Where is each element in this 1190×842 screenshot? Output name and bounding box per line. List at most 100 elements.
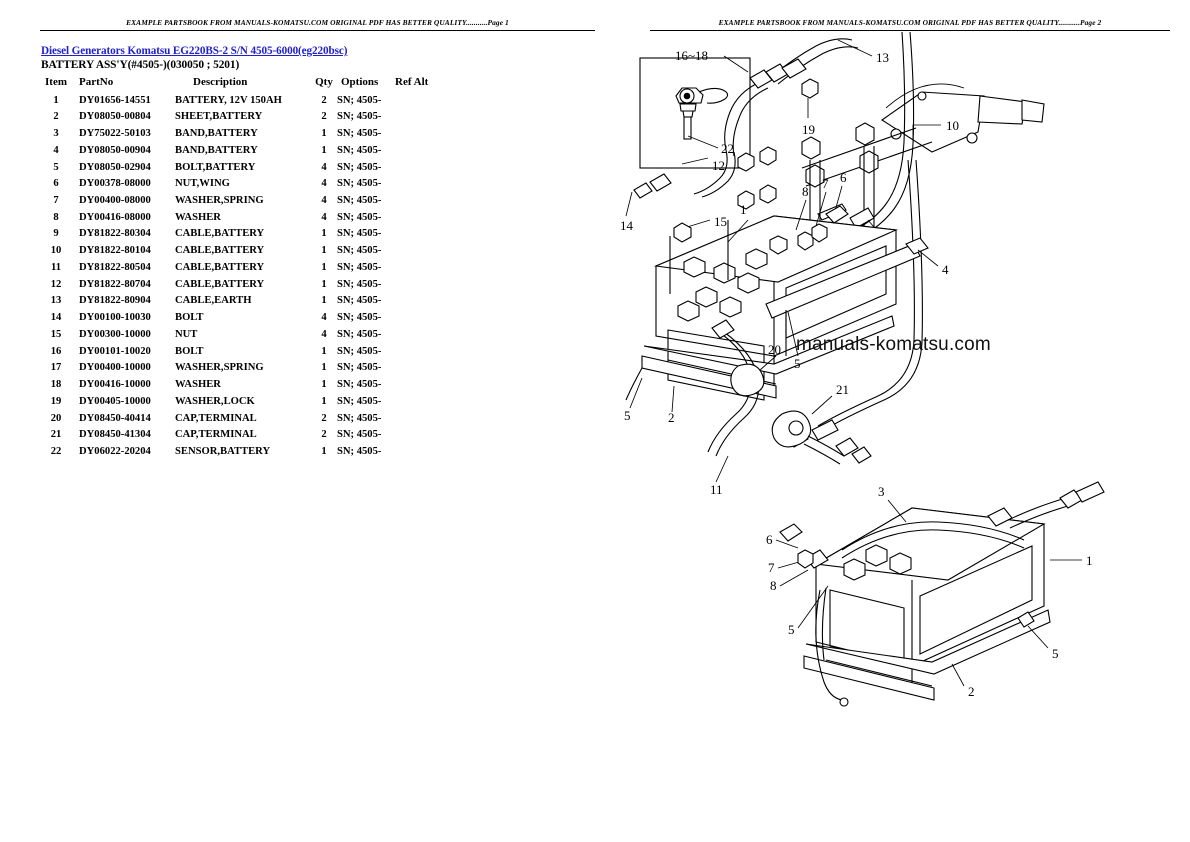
cell-item: 17 <box>50 362 62 374</box>
cell-qty: 1 <box>321 278 327 290</box>
callout-5-lower-left: 5 <box>788 622 795 637</box>
cell-description: BAND,BATTERY <box>175 128 258 140</box>
cell-partno: DY08450-40414 <box>79 412 151 424</box>
cell-item: 7 <box>53 195 59 206</box>
cell-partno: DY08050-00804 <box>79 111 151 123</box>
cell-options: SN; 4505- <box>337 245 382 257</box>
cell-partno: DY00400-08000 <box>79 195 151 206</box>
cell-qty: 2 <box>321 412 327 424</box>
column-header-qty: Qty <box>315 76 333 88</box>
callout-6-lower: 6 <box>766 532 773 547</box>
cell-description: WASHER <box>175 211 221 223</box>
cell-partno: DY00400-10000 <box>79 362 151 374</box>
cell-refalt <box>391 226 433 243</box>
parts-table-header-row: Item PartNo Description Qty Options Ref … <box>41 76 433 92</box>
callout-3: 3 <box>878 484 885 499</box>
cell-description: BOLT <box>175 312 204 324</box>
cell-description: CABLE,EARTH <box>175 295 252 307</box>
cell-qty: 4 <box>321 161 327 173</box>
cell-description: CAP,TERMINAL <box>175 429 257 441</box>
cell-description: BOLT,BATTERY <box>175 161 256 173</box>
callout-4: 4 <box>942 262 949 277</box>
parts-table: Item PartNo Description Qty Options Ref … <box>41 76 433 460</box>
cell-qty: 1 <box>321 395 327 407</box>
callout-13: 13 <box>876 50 889 65</box>
cell-options: SN; 4505- <box>337 111 382 123</box>
cell-description: CABLE,BATTERY <box>175 278 265 290</box>
cell-description: CABLE,BATTERY <box>175 245 265 257</box>
cell-refalt <box>391 92 433 109</box>
cell-partno: DY01656-14551 <box>79 94 151 106</box>
cell-options: SN; 4505- <box>337 211 382 223</box>
cell-description: WASHER,LOCK <box>175 395 255 407</box>
cell-refalt <box>391 360 433 377</box>
cell-options: SN; 4505- <box>337 161 382 173</box>
cell-description: CAP,TERMINAL <box>175 412 257 424</box>
cell-qty: 1 <box>321 446 327 458</box>
cell-partno: DY00300-10000 <box>79 328 151 340</box>
upper-cable-harness: 19 16~18 13 12 14 <box>620 38 889 233</box>
column-header-description: Description <box>193 76 248 88</box>
cell-refalt <box>391 443 433 460</box>
cell-refalt <box>391 393 433 410</box>
assembly-subtitle: BATTERY ASS'Y(#4505-)(030050 ; 5201) <box>41 59 240 71</box>
cell-options: SN; 4505- <box>337 261 382 273</box>
cell-qty: 2 <box>321 429 327 441</box>
document-title-link[interactable]: Diesel Generators Komatsu EG220BS-2 S/N … <box>41 45 348 57</box>
cell-options: SN; 4505- <box>337 128 382 140</box>
cell-item: 10 <box>50 245 62 257</box>
cell-partno: DY00405-10000 <box>79 395 151 407</box>
cell-item: 14 <box>50 312 62 324</box>
cell-qty: 1 <box>321 379 327 391</box>
cell-options: SN; 4505- <box>337 178 382 190</box>
cell-partno: DY81822-80504 <box>79 261 151 273</box>
cell-refalt <box>391 343 433 360</box>
cell-qty: 1 <box>321 128 327 140</box>
callout-20: 20 <box>768 342 781 357</box>
cell-partno: DY81822-80304 <box>79 228 151 240</box>
page-left: EXAMPLE PARTSBOOK FROM MANUALS-KOMATSU.C… <box>40 18 595 460</box>
sensor-inset-box: 22 <box>639 57 751 169</box>
upper-bracket-assembly <box>737 83 1045 246</box>
cell-refalt <box>391 243 433 260</box>
cell-qty: 1 <box>321 144 327 156</box>
cell-refalt <box>391 159 433 176</box>
cell-partno: DY00100-10030 <box>79 312 151 324</box>
cell-qty: 4 <box>321 211 327 223</box>
cell-qty: 4 <box>321 195 327 206</box>
cell-item: 5 <box>53 161 59 173</box>
callout-15: 15 <box>714 214 727 229</box>
running-header-page-1: EXAMPLE PARTSBOOK FROM MANUALS-KOMATSU.C… <box>40 18 595 31</box>
cell-description: BOLT <box>175 345 204 357</box>
cell-partno: DY08450-41304 <box>79 429 151 441</box>
cell-options: SN; 4505- <box>337 295 382 307</box>
cell-item: 9 <box>53 228 59 240</box>
cell-options: SN; 4505- <box>337 362 382 374</box>
cell-item: 1 <box>53 94 59 106</box>
cell-item: 15 <box>50 328 62 340</box>
cell-qty: 2 <box>321 111 327 123</box>
